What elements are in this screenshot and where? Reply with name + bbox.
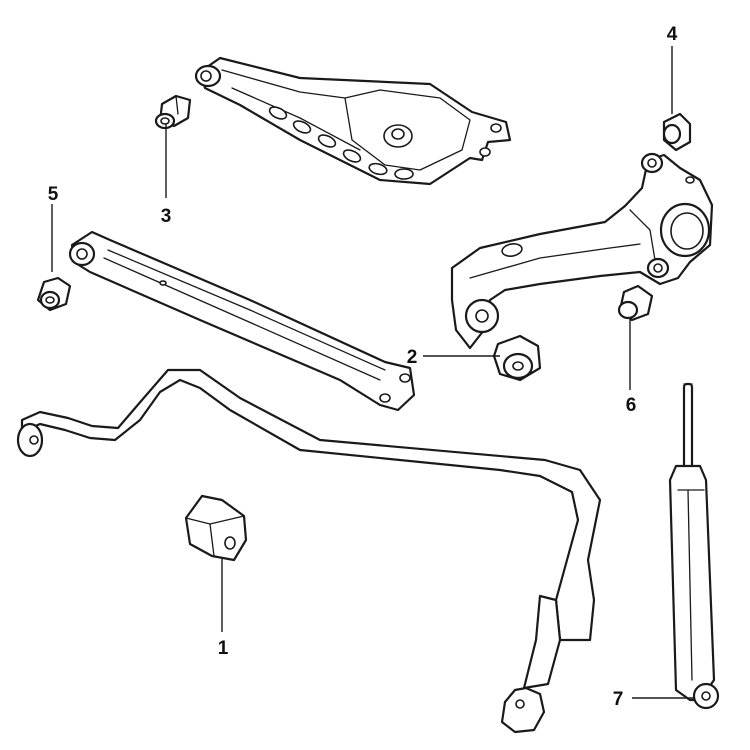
bushing-part-3 [154,94,192,130]
callouts: 1 2 3 4 5 6 7 [48,24,678,710]
callout-3: 3 [161,206,172,227]
wheel-carrier [450,152,714,350]
leader-lines [51,46,694,699]
callout-5: 5 [48,184,59,205]
shock-absorber [668,382,720,710]
track-rod [68,230,416,412]
callout-7: 7 [613,689,624,710]
bushing-part-6 [617,284,654,322]
bushing-part-1 [184,494,248,562]
bushing-part-5 [36,276,72,312]
bushing-part-4 [662,112,692,152]
callout-4: 4 [667,24,678,45]
callout-1: 1 [218,638,229,659]
stabilizer-bar [16,368,602,734]
callout-6: 6 [626,395,637,416]
upper-control-arm [194,56,512,186]
callout-2: 2 [407,347,418,368]
bushing-part-2 [492,334,542,382]
